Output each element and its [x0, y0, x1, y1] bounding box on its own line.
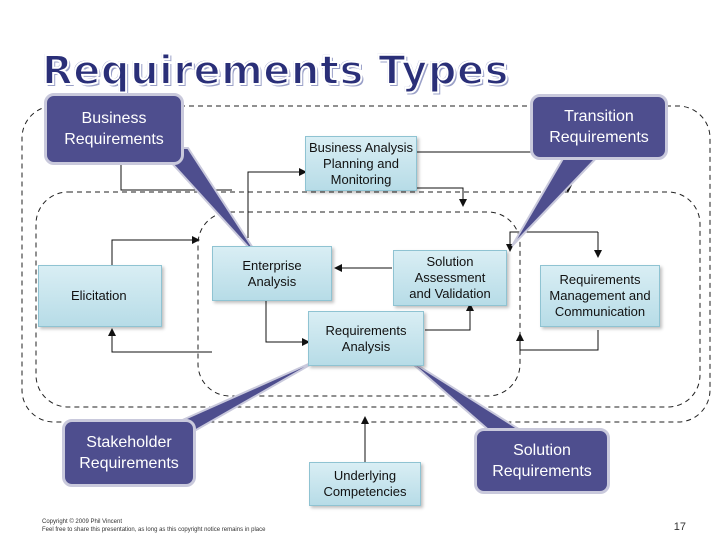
business-callout-pointer	[155, 147, 263, 263]
inner-boundary	[197, 211, 521, 397]
process-label: Underlying Competencies	[323, 468, 407, 499]
process-underlying-competencies[interactable]: Underlying Competencies	[309, 462, 421, 506]
process-label: Business Analysis Planning and Monitorin…	[308, 139, 414, 187]
copyright-notice: Feel free to share this presentation, as…	[42, 527, 266, 533]
callout-solution-requirements: Solution Requirements	[474, 428, 610, 494]
process-label: Elicitation	[71, 288, 127, 303]
process-requirements-management[interactable]: Requirements Management and Communicatio…	[540, 265, 660, 327]
page-title: Requirements Types	[41, 47, 509, 95]
process-elicitation[interactable]: Elicitation	[38, 265, 162, 327]
callout-transition-requirements: Transition Requirements	[530, 94, 668, 160]
callout-stakeholder-requirements: Stakeholder Requirements	[62, 419, 196, 487]
process-solution-assessment[interactable]: Solution Assessment and Validation	[393, 250, 507, 306]
process-label: Enterprise Analysis	[242, 257, 302, 289]
process-enterprise-analysis[interactable]: Enterprise Analysis	[212, 246, 332, 301]
copyright-text: Copyright © 2009 Phil Vincent	[42, 519, 123, 525]
callout-label: Transition Requirements	[549, 108, 649, 146]
process-label: Solution Assessment and Validation	[409, 254, 491, 301]
page-number: 17	[673, 521, 686, 533]
callout-label: Solution Requirements	[492, 442, 592, 480]
callout-business-requirements: Business Requirements	[44, 93, 184, 165]
connectors	[108, 151, 602, 462]
middle-boundary	[35, 191, 701, 408]
process-label: Requirements Analysis	[325, 322, 407, 354]
callout-label: Stakeholder Requirements	[79, 434, 179, 472]
process-planning-monitoring[interactable]: Business Analysis Planning and Monitorin…	[305, 136, 417, 191]
process-label: Requirements Management and Communicatio…	[549, 272, 651, 319]
callout-label: Business Requirements	[64, 110, 164, 148]
process-requirements-analysis[interactable]: Requirements Analysis	[308, 311, 424, 366]
